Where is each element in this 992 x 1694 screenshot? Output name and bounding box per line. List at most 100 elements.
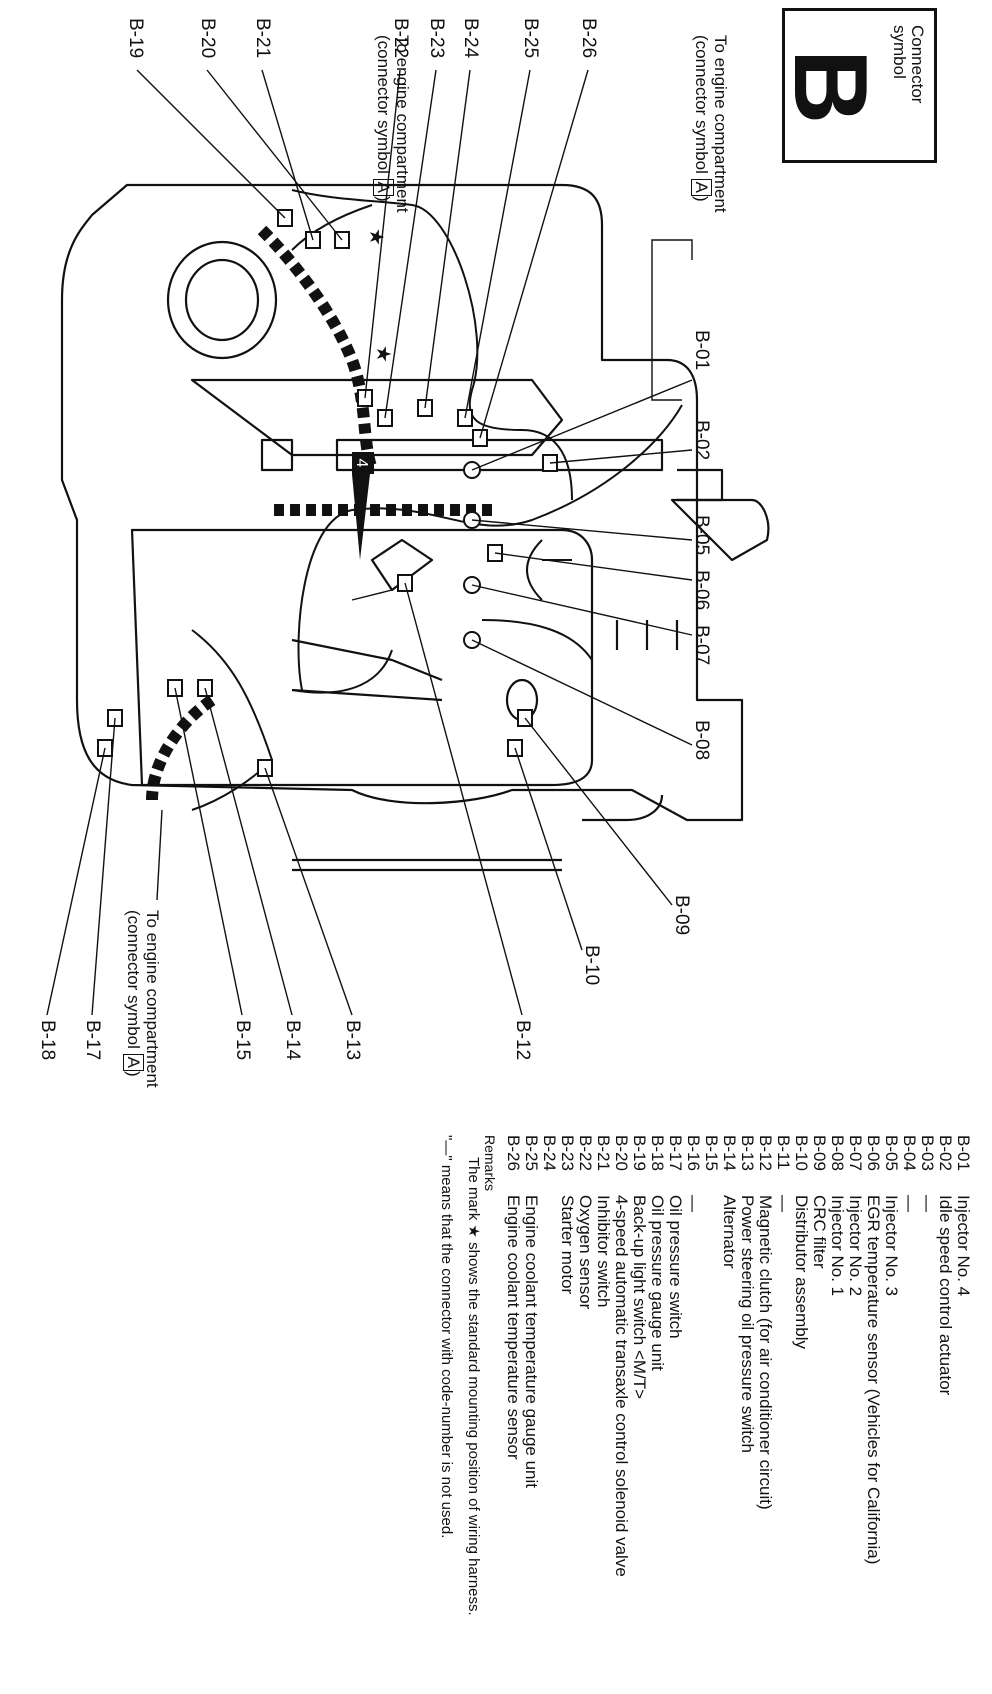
leader-b-13 [264,767,353,1016]
legend-description: Magnetic clutch (for air conditioner cir… [756,1195,775,1510]
legend-code: B-10 [792,1135,811,1171]
callout-b-18: B-18 [37,1020,58,1060]
legend-code: B-12 [756,1135,775,1171]
legend-code: B-16 [684,1135,703,1171]
remarks-title: Remarks [482,1135,498,1192]
leader-engine-compartment-1 [651,239,693,401]
leader-b-01 [471,379,693,471]
legend-code: B-26 [504,1135,523,1171]
harness-branch-2 [297,404,683,691]
intake-manifold-outline [130,528,594,787]
legend-description: Injector No. 2 [846,1195,865,1297]
harness-branch-6 [191,629,273,811]
pulley-outline [166,240,278,360]
leader-engine-compartment-2 [351,589,393,601]
ground-number-box [352,452,374,474]
harness-taped-1 [257,225,378,472]
ground-number: 4 [353,459,370,468]
legend-code: B-22 [576,1135,595,1171]
leader-b-08 [471,639,693,746]
leader-b-25 [464,69,531,419]
legend-description: Engine coolant temperature gauge unit [522,1195,541,1488]
remarks-mark-note: The mark ★ shows the standard mounting p… [465,1157,482,1616]
harness-branch-1 [291,189,573,501]
legend-code: B-01 [954,1135,973,1171]
leader-b-18 [46,747,106,1016]
legend-code: B-24 [540,1135,559,1171]
legend-description: CRC filter [810,1195,829,1269]
legend-row: B-03 — [918,1135,937,1680]
wiring-harness-lines [191,189,683,811]
legend-description: — [684,1195,703,1212]
leader-b-15 [174,687,243,1016]
legend-description: Inhibitor switch [594,1195,613,1308]
legend-code: B-20 [612,1135,631,1171]
legend-description: Back-up light switch <M/T> [630,1195,649,1400]
legend-code: B-04 [900,1135,919,1171]
leader-b-20 [206,69,343,241]
legend-description [702,1195,720,1680]
leader-b-22 [364,69,401,399]
legend-row: B-24 [540,1135,559,1680]
ground-marker: 4 [352,452,374,560]
legend-description: Injector No. 4 [954,1195,973,1297]
legend-code: B-13 [738,1135,757,1171]
legend-description: Oil pressure gauge unit [648,1195,667,1371]
legend-description: — [918,1195,937,1212]
legend-description: Engine coolant temperature sensor [504,1195,523,1460]
callout-b-21: B-21 [252,18,273,58]
leader-b-05 [471,519,693,541]
leader-b-21 [261,69,314,241]
callout-b-25: B-25 [520,18,541,58]
legend-description: Idle speed control actuator [936,1195,955,1396]
callout-b-17: B-17 [82,1020,103,1060]
leader-engine-compartment-3 [156,809,163,901]
legend-code: B-11 [774,1135,793,1170]
legend-description: Oxygen sensor [576,1195,595,1310]
legend-description: Injector No. 1 [828,1195,847,1297]
intake-runner-lines [291,638,443,702]
legend-description: Injector No. 3 [882,1195,901,1297]
legend-description: Power steering oil pressure switch [738,1195,757,1453]
valve-cover-bracket [677,468,724,502]
callout-b-01: B-01 [691,330,712,370]
harness-branch-4 [291,649,393,694]
legend-description: Distributor assembly [792,1195,811,1349]
callout-b-05: B-05 [691,515,712,555]
legend-row: B-16 — [684,1135,703,1680]
legend-description: Oil pressure switch [666,1195,685,1339]
callout-b-07: B-07 [691,625,712,665]
leader-b-23 [384,69,437,419]
leader-b-06 [494,552,693,581]
legend-code: B-03 [918,1135,937,1171]
legend-code: B-14 [720,1135,739,1171]
harness-branch-7 [526,539,572,601]
legend-description: — [774,1195,793,1212]
callout-b-20: B-20 [197,18,218,58]
callout-b-26: B-26 [578,18,599,58]
callout-b-22: B-22 [390,18,411,58]
callout-b-23: B-23 [426,18,447,58]
callout-b-14: B-14 [282,1020,303,1061]
leader-lines [46,69,693,1016]
legend-code: B-15 [702,1135,721,1171]
legend-code: B-19 [630,1135,649,1171]
leader-b-02 [549,449,693,464]
leader-b-24 [424,69,471,409]
callout-labels: B-19 B-20 B-21 B-22 B-23 B-24 B-25 B-26 … [37,18,712,1061]
